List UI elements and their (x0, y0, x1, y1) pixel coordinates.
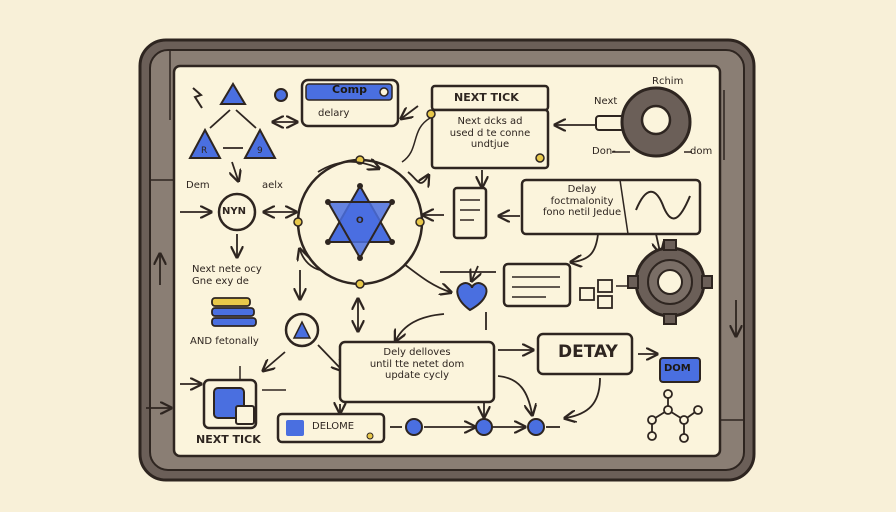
stack-icon (211, 297, 257, 327)
dom-badge-label: DOM (664, 363, 691, 374)
detay-box (536, 332, 634, 376)
delary-label: delary (318, 108, 350, 119)
delome-box (276, 412, 386, 444)
triangle-icon (243, 127, 277, 159)
triangle-icon (219, 82, 247, 105)
frame-seams (150, 50, 744, 421)
aelx-label: aelx (262, 180, 283, 191)
dely-box-text: Dely delloves until tte netet dom update… (369, 347, 465, 381)
detay-label: DETAY (558, 342, 618, 362)
dem-label: Dem (186, 180, 210, 191)
message-card (502, 262, 572, 308)
triangle-r-label: R (201, 146, 208, 156)
heart-icon (456, 282, 488, 312)
next-tick-body-text: Next dcks ad used d te conne undtjue (449, 116, 531, 150)
triangle-icon (292, 320, 312, 339)
rchim-label: Rchim (652, 76, 684, 87)
nyn-node (217, 192, 257, 232)
triangle-9-label: 9 (257, 146, 263, 156)
triangle-links (209, 109, 257, 180)
next-tick-body (430, 108, 550, 170)
star-of-david-icon (325, 183, 395, 261)
delay-functionality-text: Delay foctmalonity fono netil Jedue (542, 184, 622, 218)
next-right-label: Next (594, 96, 618, 107)
gear-icon (627, 239, 713, 325)
triangle-icon (188, 127, 222, 159)
nyn-label: NYN (222, 206, 246, 217)
molecule-icon (647, 389, 703, 443)
wave-icon (635, 190, 691, 220)
dom-badge (659, 357, 701, 383)
bottom-flow-lines (340, 375, 560, 427)
dom-left-label: Don- (592, 146, 616, 157)
small-blocks (579, 279, 613, 309)
delome-label: DELOME (312, 421, 355, 432)
comp-label: Comp (332, 83, 367, 96)
dom-right-label: dom (690, 146, 713, 157)
lightning-icon (192, 87, 203, 109)
central-arrows (300, 162, 520, 330)
frame-side-arrows (146, 255, 736, 408)
document-icon (452, 186, 488, 240)
and-fetonally-label: AND fetonally (190, 336, 259, 347)
next-note-text: Next nete ocy Gne exy de (192, 264, 262, 287)
node-dot (274, 88, 288, 102)
dely-box (338, 340, 496, 404)
next-tick-bottom-label: NEXT TICK (196, 433, 261, 446)
star-o-label: O (356, 216, 364, 226)
flow-nodes (405, 418, 545, 436)
next-tick-top-label: NEXT TICK (454, 91, 519, 104)
